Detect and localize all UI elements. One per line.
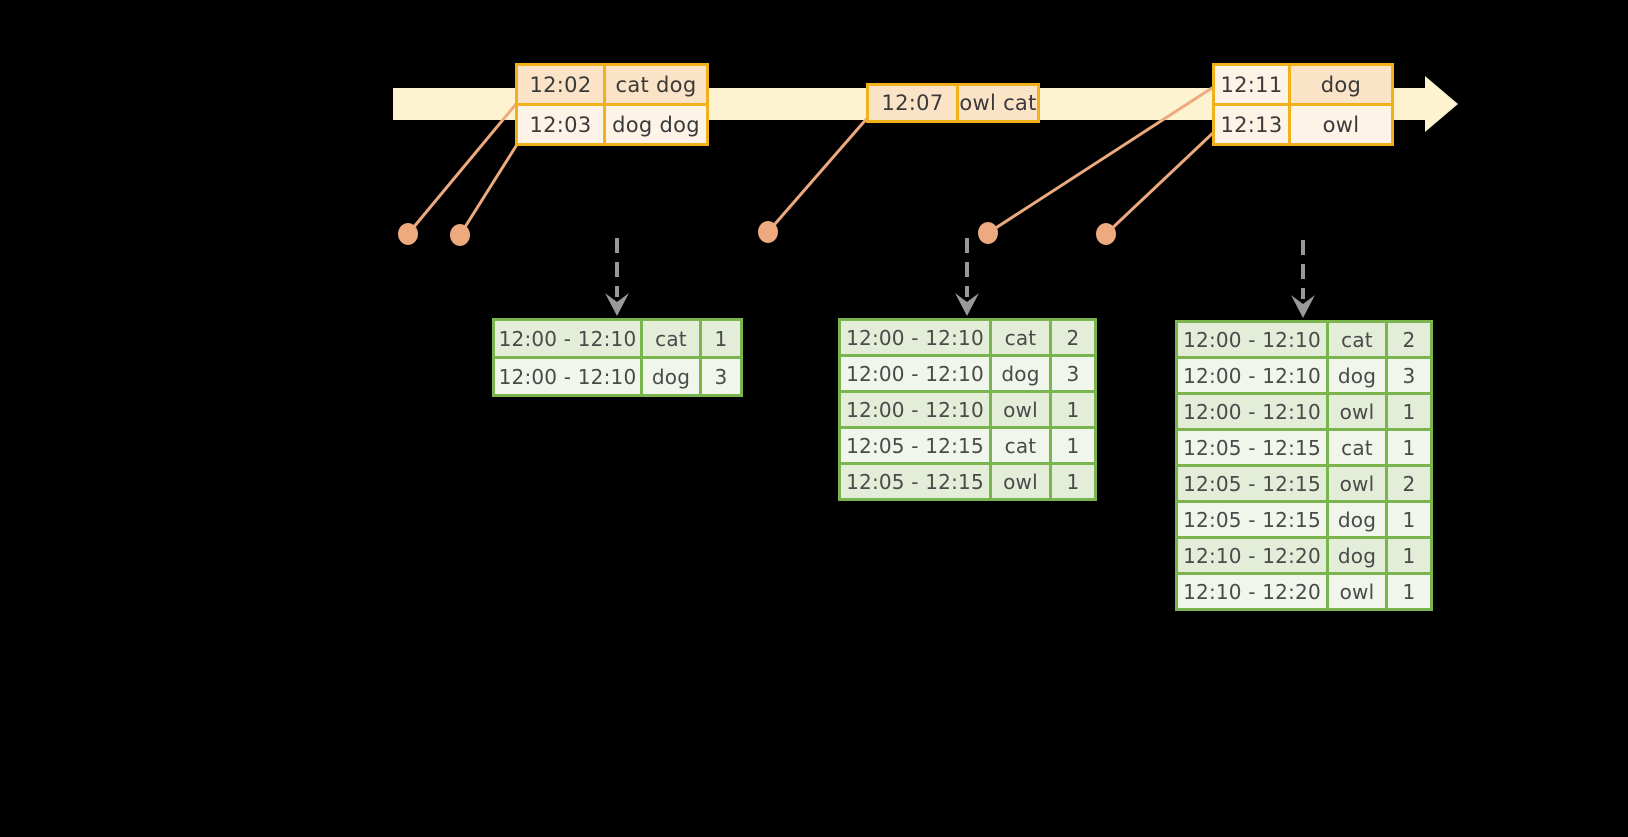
count-cell: 3 (1052, 357, 1094, 390)
window-cell: 12:10 - 12:20 (1178, 575, 1326, 608)
window-cell: 12:00 - 12:10 (841, 357, 989, 390)
window-cell: 12:05 - 12:15 (1178, 431, 1326, 464)
event-dot-icon (398, 223, 418, 245)
event-time-cell: 12:11 (1215, 66, 1288, 103)
window-cell: 12:00 - 12:10 (1178, 359, 1326, 392)
word-cell: dog (1329, 503, 1385, 536)
word-cell: dog (643, 359, 699, 394)
word-cell: cat (992, 321, 1049, 354)
count-cell: 1 (702, 321, 740, 356)
window-cell: 12:05 - 12:15 (841, 429, 989, 462)
event-words-cell: owl (1291, 106, 1391, 143)
count-cell: 1 (1052, 393, 1094, 426)
event-words-cell: dog (1291, 66, 1391, 103)
event-time-cell: 12:13 (1215, 106, 1288, 143)
count-cell: 1 (1052, 465, 1094, 498)
count-cell: 1 (1388, 575, 1430, 608)
connector-line (406, 97, 523, 235)
count-cell: 2 (1052, 321, 1094, 354)
word-cell: dog (992, 357, 1049, 390)
word-cell: dog (1329, 539, 1385, 572)
word-cell: owl (1329, 575, 1385, 608)
count-cell: 1 (1388, 431, 1430, 464)
connector-line (766, 115, 871, 233)
window-cell: 12:00 - 12:10 (495, 321, 640, 356)
word-cell: owl (992, 465, 1049, 498)
event-dot-icon (1096, 223, 1116, 245)
event-time-cell: 12:03 (518, 106, 603, 143)
event-words-cell: owl cat (959, 86, 1037, 120)
word-cell: owl (1329, 395, 1385, 428)
word-cell: owl (1329, 467, 1385, 500)
count-cell: 1 (1388, 395, 1430, 428)
window-cell: 12:05 - 12:15 (1178, 503, 1326, 536)
event-words-cell: dog dog (606, 106, 706, 143)
window-cell: 12:00 - 12:10 (495, 359, 640, 394)
trigger-arrow-icon (955, 238, 979, 316)
event-dot-icon (978, 222, 998, 244)
word-cell: cat (992, 429, 1049, 462)
connector-line (1104, 129, 1217, 236)
connector-line (458, 134, 525, 236)
window-cell: 12:05 - 12:15 (1178, 467, 1326, 500)
word-cell: cat (1329, 431, 1385, 464)
event-words-cell: cat dog (606, 66, 706, 103)
trigger-arrow-icon (605, 238, 629, 316)
count-cell: 1 (1052, 429, 1094, 462)
count-cell: 2 (1388, 323, 1430, 356)
count-cell: 3 (702, 359, 740, 394)
event-dot-icon (450, 224, 470, 246)
window-cell: 12:00 - 12:10 (841, 393, 989, 426)
count-cell: 2 (1388, 467, 1430, 500)
count-cell: 3 (1388, 359, 1430, 392)
word-cell: cat (1329, 323, 1385, 356)
word-cell: dog (1329, 359, 1385, 392)
word-cell: owl (992, 393, 1049, 426)
event-time-cell: 12:07 (869, 86, 956, 120)
event-time-cell: 12:02 (518, 66, 603, 103)
connector-line (987, 84, 1216, 235)
window-cell: 12:05 - 12:15 (841, 465, 989, 498)
window-cell: 12:00 - 12:10 (1178, 323, 1326, 356)
window-cell: 12:00 - 12:10 (1178, 395, 1326, 428)
window-cell: 12:10 - 12:20 (1178, 539, 1326, 572)
count-cell: 1 (1388, 539, 1430, 572)
event-dot-icon (758, 221, 778, 243)
count-cell: 1 (1388, 503, 1430, 536)
timeline-arrowhead-icon (1425, 76, 1458, 132)
window-cell: 12:00 - 12:10 (841, 321, 989, 354)
word-cell: cat (643, 321, 699, 356)
trigger-arrow-icon (1291, 240, 1315, 318)
